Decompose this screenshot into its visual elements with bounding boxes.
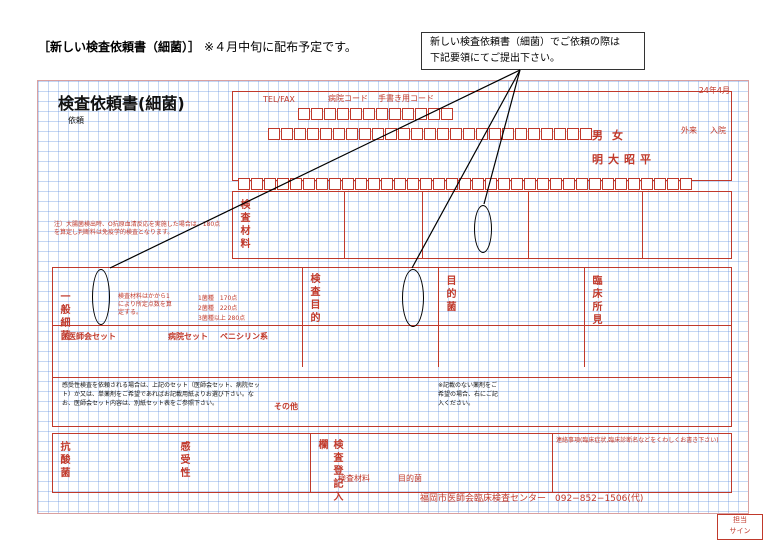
remark-note: ※記載のない薬剤をご希望の場合、右にご記入ください。	[438, 382, 498, 407]
code-cells[interactable]	[298, 105, 454, 124]
left-note: 注）大腸菌検出時、O抗原血清反応を実施した場合は、180点を算定し判断料は免疫学…	[54, 221, 221, 236]
divider	[422, 191, 423, 259]
era-heisei[interactable]: 平	[640, 153, 651, 166]
medical-set-label: 医師会セット	[68, 332, 116, 341]
highlight-ellipse	[402, 269, 424, 327]
staff-sign-box[interactable]: 担当サイン	[717, 514, 763, 540]
hospital-code-label: 病院コード	[328, 94, 368, 103]
page-title: ［新しい検査依頼書（細菌）］	[38, 40, 201, 54]
divider	[584, 267, 585, 367]
era-showa[interactable]: 昭	[624, 153, 635, 166]
specimen-section	[232, 191, 732, 259]
divider	[438, 267, 439, 367]
inpatient-option[interactable]: 入院	[710, 126, 726, 135]
clinic-label: 依頼	[68, 116, 84, 125]
form-footer: 福岡市医師会臨床検査センター 092−852−1506(代)	[420, 494, 644, 504]
instruction-callout: 新しい検査依頼書（細菌）でご依頼の際は 下記要領にてご提出下さい。	[421, 32, 645, 70]
penicillin-label: ペニシリン系	[220, 332, 268, 341]
divider	[642, 191, 643, 259]
clinical-label: 臨床所見	[590, 275, 601, 327]
divider	[52, 377, 732, 378]
form-title: 検査依頼書(細菌)	[58, 94, 185, 113]
specimen-label: 検査材料	[238, 199, 249, 251]
era-meiji[interactable]: 明	[592, 153, 603, 166]
era-taisho[interactable]: 大	[608, 153, 619, 166]
sensitivity-label: 感受性	[178, 441, 189, 480]
target-bacteria-label: 目的菌	[398, 474, 422, 483]
acid-fast-label: 抗酸菌	[58, 441, 69, 480]
fee-note: 検査材料はかから1により所定点数を算定する。	[118, 293, 172, 316]
tel-fax-label: TEL/FAX	[263, 95, 295, 104]
purpose-label: 検査目的	[308, 273, 319, 325]
divider	[552, 433, 553, 493]
material-label: 検査材料	[338, 474, 370, 483]
fee-2: 2菌種 220点	[198, 305, 238, 312]
name-cells[interactable]	[268, 125, 593, 144]
distribution-note: ※４月中旬に配布予定です。	[204, 40, 357, 54]
general-bacteria-section	[52, 267, 732, 427]
gender-female[interactable]: 女	[612, 129, 623, 142]
divider	[528, 191, 529, 259]
fee-3: 3菌種以上 280点	[198, 315, 246, 322]
id-cells[interactable]	[238, 175, 693, 194]
fee-1: 1菌種 170点	[198, 295, 238, 302]
divider	[344, 191, 345, 259]
target-label: 目的菌	[444, 275, 455, 314]
sample-code-label: 手書き用コード	[378, 94, 434, 103]
outpatient-option[interactable]: 外来	[681, 126, 697, 135]
request-form: 検査依頼書(細菌) 24年4月 依頼 TEL/FAX 病院コード 手書き用コード…	[37, 80, 763, 540]
callout-line-2: 下記要領にてご提出下さい。	[430, 53, 560, 64]
callout-line-1: 新しい検査依頼書（細菌）でご依頼の際は	[430, 37, 620, 48]
page-heading: ［新しい検査依頼書（細菌）］※４月中旬に配布予定です。	[38, 38, 357, 55]
highlight-ellipse	[474, 205, 492, 253]
divider	[302, 267, 303, 367]
other-label: その他	[274, 402, 298, 411]
form-date: 24年4月	[698, 86, 730, 95]
record-label: 検査登記入欄	[316, 439, 342, 504]
sign-label: サイン	[729, 527, 751, 535]
gender-male[interactable]: 男	[592, 129, 603, 142]
divider	[52, 325, 732, 326]
disease-set-label: 病院セット	[168, 332, 208, 341]
contact-label: 連絡事項(臨床症状,臨床診断名などをくわしくお書き下さい)	[556, 437, 719, 444]
highlight-ellipse	[92, 269, 110, 325]
set-note: 感受性検査を依頼される場合は、上記のセット（医師会セット、病院セット）か又は、単…	[62, 382, 260, 407]
general-label: 一般細菌	[58, 291, 69, 343]
staff-label: 担当	[733, 516, 747, 524]
divider	[310, 433, 311, 493]
acid-fast-section	[52, 433, 732, 493]
